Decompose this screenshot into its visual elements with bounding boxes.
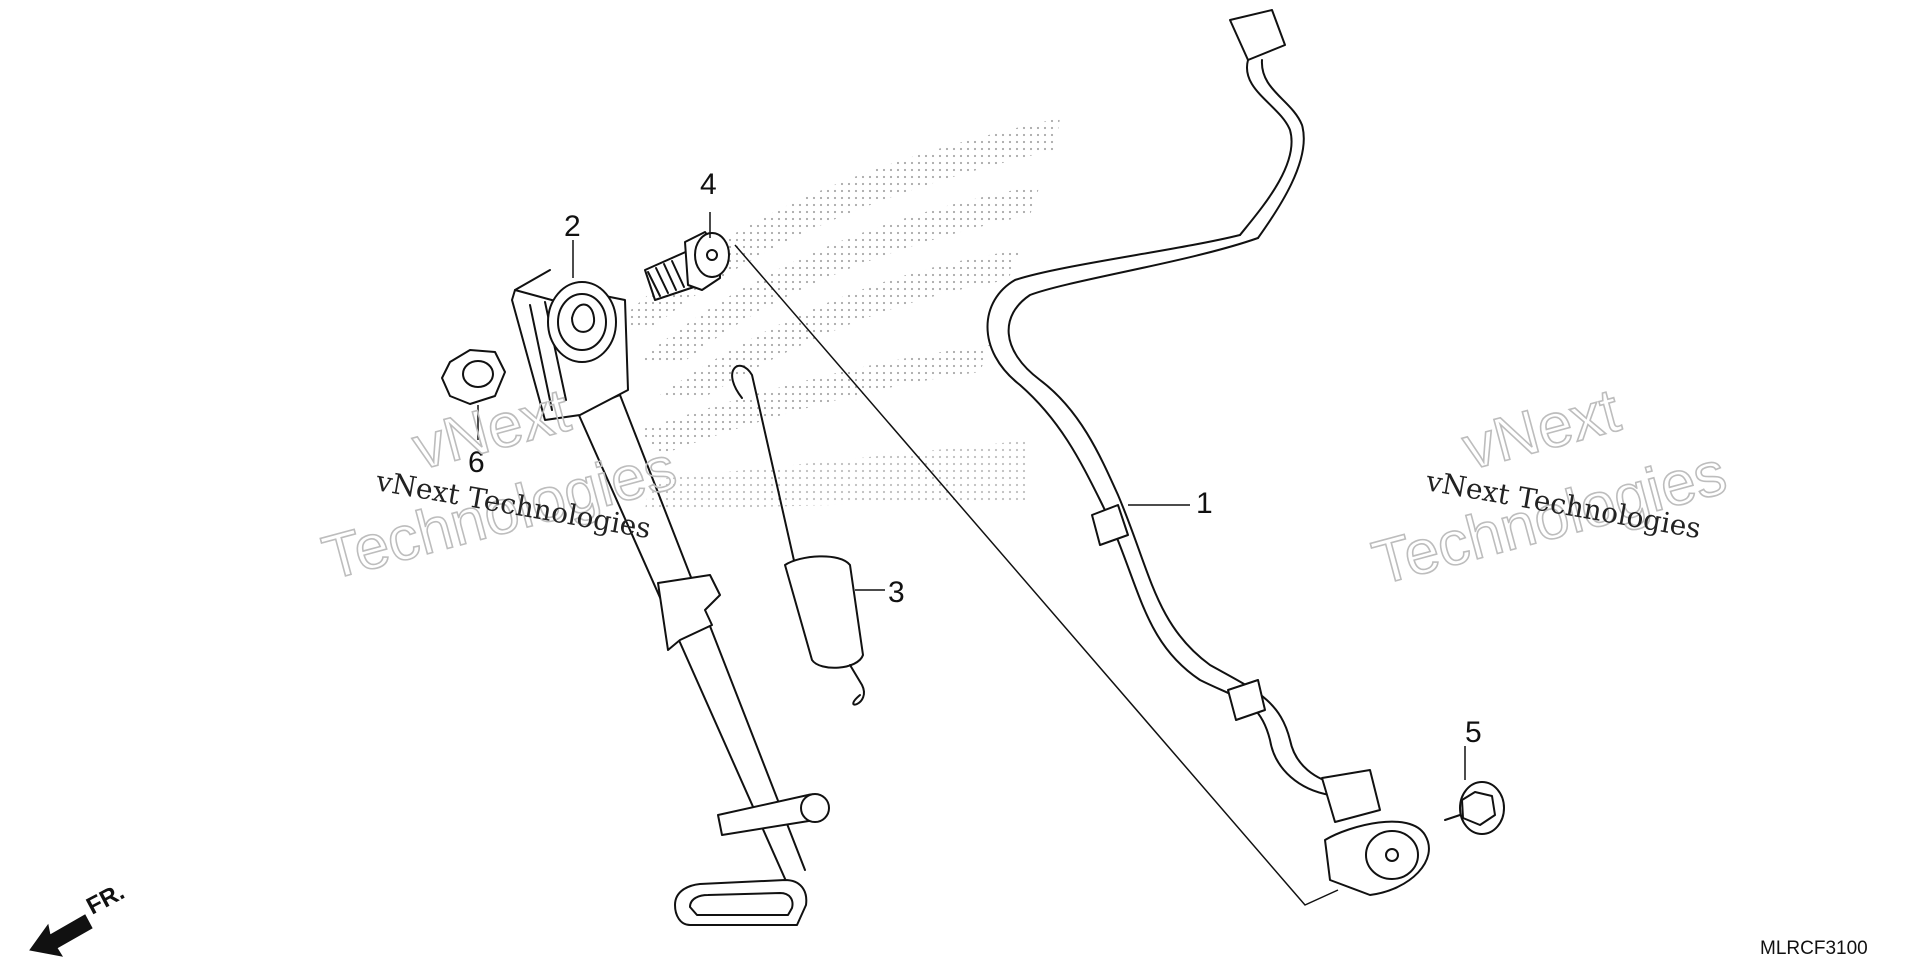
bolt xyxy=(644,231,730,301)
front-direction-indicator: FR. xyxy=(29,878,129,957)
front-label: FR. xyxy=(82,878,129,920)
front-arrow-icon xyxy=(29,914,93,957)
callout-5: 5 xyxy=(1465,716,1482,749)
callout-3: 3 xyxy=(888,576,905,609)
callout-4: 4 xyxy=(700,168,717,201)
callout-6: 6 xyxy=(468,446,485,479)
spring xyxy=(731,364,865,706)
callout-leaders xyxy=(477,212,1466,780)
watermark-left: vNext Technologies vNext Technologies xyxy=(315,375,684,594)
brand-logo-watermark xyxy=(610,118,1060,510)
nut xyxy=(441,349,506,405)
assembly-bracket-line xyxy=(734,244,1339,906)
flange-bolt xyxy=(1444,781,1505,835)
watermark-right: vNext Technologies vNext Technologies xyxy=(1365,375,1734,599)
side-stand xyxy=(511,269,830,926)
callout-2: 2 xyxy=(564,210,581,243)
side-stand-switch xyxy=(986,9,1430,896)
svg-text:vNext: vNext xyxy=(1456,376,1627,484)
diagram-code: MLRCF3100 xyxy=(1760,938,1868,959)
callout-1: 1 xyxy=(1196,487,1213,520)
